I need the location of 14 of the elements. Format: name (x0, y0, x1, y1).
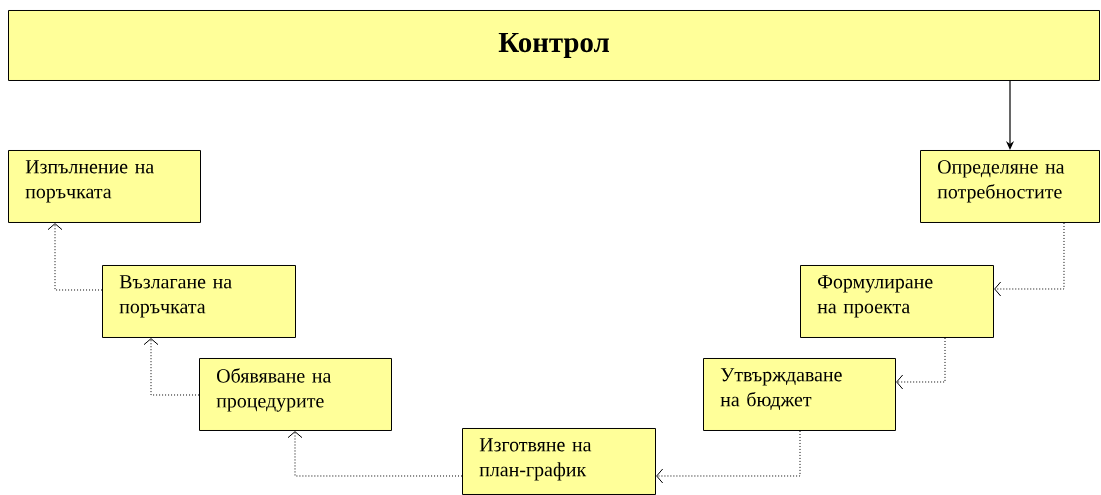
arrow (47, 223, 103, 291)
arrow (994, 222, 1065, 297)
arrow (656, 430, 801, 484)
process-box: Възлагане на поръчката (102, 265, 296, 338)
arrow (896, 337, 946, 390)
process-box: Формулиране на проекта (800, 265, 994, 338)
process-box: Изпълнение на поръчката (8, 150, 201, 223)
process-box: Утвърждаване на бюджет (703, 358, 896, 431)
process-box: Определяне на потребностите (920, 150, 1100, 223)
process-box: Обявяване на процедурите (199, 358, 392, 431)
arrow (143, 338, 200, 396)
arrow (287, 431, 463, 477)
title-banner: Контрол (8, 10, 1100, 81)
process-box: Изготвяне на план-график (462, 428, 656, 495)
